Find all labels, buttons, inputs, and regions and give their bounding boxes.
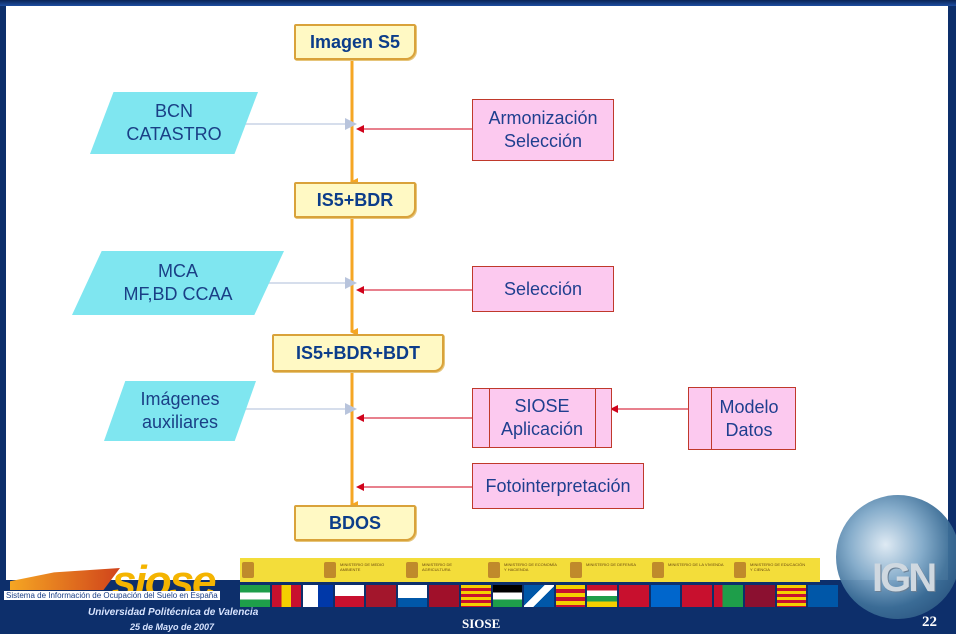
flow-box-is5-bdr: IS5+BDR [294,182,416,218]
input-line: BCN [154,101,193,121]
predefined-process-bar [595,389,596,447]
flag-icon [776,585,807,607]
predefined-process-bar [489,389,490,447]
ministry-logo: MINISTERIO DE LA VIVIENDA [650,561,728,579]
input-line: auxiliares [141,412,219,432]
flag-icon [650,585,681,607]
ministry-logo [240,561,318,579]
flag-icon [808,585,838,607]
flow-box-imagen-s5: Imagen S5 [294,24,416,60]
footer-title: SIOSE [462,616,501,631]
flow-box-is5-bdr-bdt: IS5+BDR+BDT [272,334,444,372]
flag-icon [745,585,775,607]
flag-icon [429,585,460,607]
regional-flags [240,585,840,609]
university-label: Universidad Politécnica de Valencia [88,607,259,618]
ministry-logo: MINISTERIO DE AGRICULTURA [404,561,482,579]
input-line: Imágenes [140,389,220,409]
ministry-text: MINISTERIO DE DEFENSA [586,562,637,567]
process-seleccion: Selección [472,266,614,312]
input-imagenes-auxiliares: Imágenes auxiliares [104,381,256,441]
flag-icon [618,585,649,607]
input-bcn-catastro: BCN CATASTRO [90,92,258,154]
ministry-logo: MINISTERIO DE MEDIO AMBIENTE [322,561,400,579]
process-fotointerpretacion: Fotointerpretación [472,463,644,509]
ministry-text: MINISTERIO DE EDUCACIÓN Y CIENCIA [750,562,806,572]
ministry-text: MINISTERIO DE AGRICULTURA [422,562,453,572]
flag-icon [461,585,491,607]
flag-icon [492,585,523,607]
flag-icon [682,585,712,607]
flag-icon [334,585,365,607]
input-mca-mf-bd-ccaa: MCA MF,BD CCAA [72,251,284,315]
input-line: MCA [157,261,198,281]
ministry-logo: MINISTERIO DE EDUCACIÓN Y CIENCIA [732,561,810,579]
flag-icon [303,585,333,607]
process-line: Aplicación [500,419,584,439]
ministry-text: MINISTERIO DE MEDIO AMBIENTE [340,562,385,572]
date-label: 25 de Mayo de 2007 [130,622,215,632]
globe-image [836,495,956,619]
ign-logo: IGN [872,556,937,600]
flag-icon [524,585,554,607]
process-line: SIOSE [514,396,570,416]
process-line: Datos [725,419,773,440]
process-line: Selección [503,131,583,151]
page-number: 22 [922,614,937,630]
flag-icon [555,585,586,607]
flag-icon [587,585,617,607]
ministries-strip: MINISTERIO DE MEDIO AMBIENTE MINISTERIO … [240,558,820,582]
process-line: Armonización [488,108,598,128]
top-bar [0,0,956,6]
process-siose-aplicacion: SIOSE Aplicación [472,388,612,448]
flow-box-bdos: BDOS [294,505,416,541]
flag-icon [240,585,270,607]
process-line: Modelo [719,396,779,417]
ministry-text: MINISTERIO DE LA VIVIENDA [668,562,724,567]
flag-icon [271,585,302,607]
predefined-process-bar [711,388,712,449]
flag-icon [366,585,396,607]
flag-icon [397,585,428,607]
input-line: CATASTRO [126,124,222,144]
siose-logo-subtitle: Sistema de Información de Ocupación del … [4,591,220,600]
input-line: MF,BD CCAA [123,284,233,304]
flag-icon [713,585,744,607]
ministry-logo: MINISTERIO DE DEFENSA [568,561,646,579]
ministry-logo: MINISTERIO DE ECONOMÍA Y HACIENDA [486,561,564,579]
ministry-text: MINISTERIO DE ECONOMÍA Y HACIENDA [504,562,557,572]
